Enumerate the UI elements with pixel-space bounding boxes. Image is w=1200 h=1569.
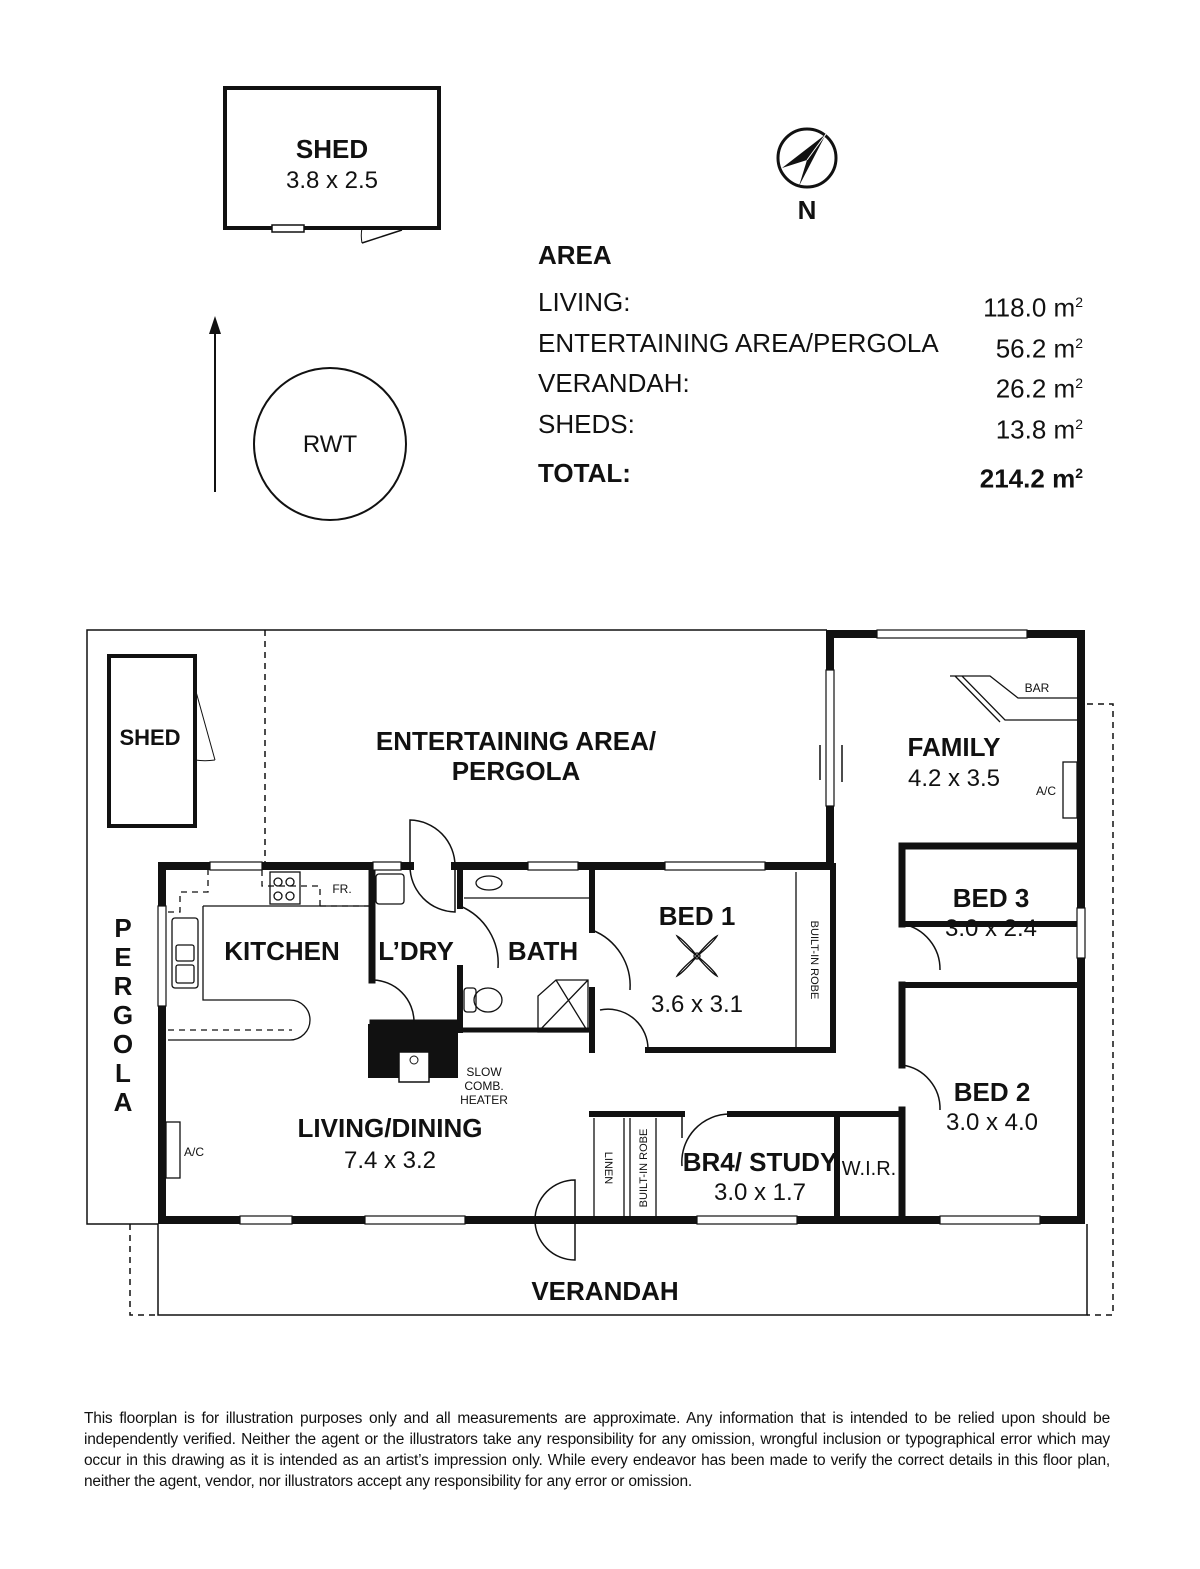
area-total-label: TOTAL: — [538, 457, 631, 488]
windows — [157, 629, 1086, 1225]
area-row-verandah: VERANDAH: 26.2 m2 — [538, 366, 1083, 407]
slow-combustion-heater — [368, 1024, 458, 1083]
shed-pergola-label: SHED — [119, 725, 180, 750]
living-dims: 7.4 x 3.2 — [344, 1147, 436, 1174]
area-row-living: LIVING: 118.0 m2 — [538, 285, 1083, 326]
area-total-value: 214.2 m2 — [979, 463, 1083, 494]
heater-label-1: SLOW — [466, 1065, 502, 1079]
outline-thin — [86, 629, 1114, 1316]
rainwater-tank: RWT — [253, 367, 407, 521]
shed-top: SHED 3.8 x 2.5 — [223, 86, 441, 244]
family-name: FAMILY — [908, 732, 1001, 762]
area-row-value: 118.0 m2 — [983, 292, 1083, 323]
bath-label: BATH — [508, 936, 578, 966]
shed-top-name: SHED — [296, 134, 368, 164]
br4-dims: 3.0 x 1.7 — [714, 1179, 806, 1206]
bed1-name: BED 1 — [659, 901, 736, 931]
pergola-vertical-label: PERGOLA — [112, 913, 134, 1117]
bed2-name: BED 2 — [954, 1077, 1031, 1107]
rwt-label: RWT — [303, 431, 358, 458]
shed-top-dims: 3.8 x 2.5 — [286, 167, 378, 194]
area-summary: AREA LIVING: 118.0 m2 ENTERTAINING AREA/… — [538, 240, 1083, 496]
fridge-label: FR. — [332, 882, 351, 896]
laundry-label: L’DRY — [378, 936, 454, 966]
wir-label: W.I.R. — [842, 1158, 896, 1180]
living-name: LIVING/DINING — [298, 1113, 483, 1143]
area-row-sheds: SHEDS: 13.8 m2 — [538, 407, 1083, 448]
entertaining-label-2: PERGOLA — [452, 756, 581, 786]
bar-label: BAR — [1025, 681, 1050, 695]
kitchen-label: KITCHEN — [224, 936, 340, 966]
arrow-up-icon — [209, 316, 221, 492]
bed2-dims: 3.0 x 4.0 — [946, 1109, 1038, 1136]
ac-living-label: A/C — [184, 1145, 204, 1159]
bed1-robe-label: BUILT-IN ROBE — [808, 921, 820, 1000]
north-compass-icon: N — [776, 127, 838, 225]
area-row-total: TOTAL: 214.2 m2 — [538, 456, 1083, 497]
family-dims: 4.2 x 3.5 — [908, 765, 1000, 792]
entertaining-label-1: ENTERTAINING AREA/ — [376, 726, 656, 756]
area-row-entertaining: ENTERTAINING AREA/PERGOLA 56.2 m2 — [538, 326, 1083, 367]
linen-label: LINEN — [602, 1152, 614, 1184]
area-row-value: 56.2 m2 — [995, 333, 1083, 364]
disclaimer-text: This floorplan is for illustration purpo… — [84, 1410, 1110, 1490]
ac-family-label: A/C — [1036, 784, 1056, 798]
heater-label-2: COMB. — [464, 1079, 503, 1093]
area-row-label: ENTERTAINING AREA/PERGOLA — [538, 327, 939, 358]
bed1-dims: 3.6 x 3.1 — [651, 991, 743, 1018]
north-label: N — [798, 195, 817, 225]
br4-name: BR4/ STUDY — [683, 1147, 838, 1177]
doors — [371, 745, 941, 1261]
bed3-dims: 3.0 x 2.4 — [945, 915, 1037, 942]
ceiling-fan-icon — [675, 934, 719, 978]
verandah-label: VERANDAH — [531, 1276, 678, 1306]
area-row-value: 26.2 m2 — [995, 373, 1083, 404]
heater-label-3: HEATER — [460, 1093, 508, 1107]
area-row-label: SHEDS: — [538, 408, 635, 439]
area-row-label: LIVING: — [538, 287, 631, 317]
house-walls — [158, 630, 1085, 1224]
bed3-name: BED 3 — [953, 883, 1030, 913]
fixtures — [165, 675, 1078, 1218]
area-row-value: 13.8 m2 — [995, 414, 1083, 445]
area-row-label: VERANDAH: — [538, 368, 690, 399]
br4-robe-label: BUILT-IN ROBE — [638, 1129, 650, 1208]
area-title: AREA — [538, 240, 612, 270]
shed-pergola — [107, 654, 216, 828]
